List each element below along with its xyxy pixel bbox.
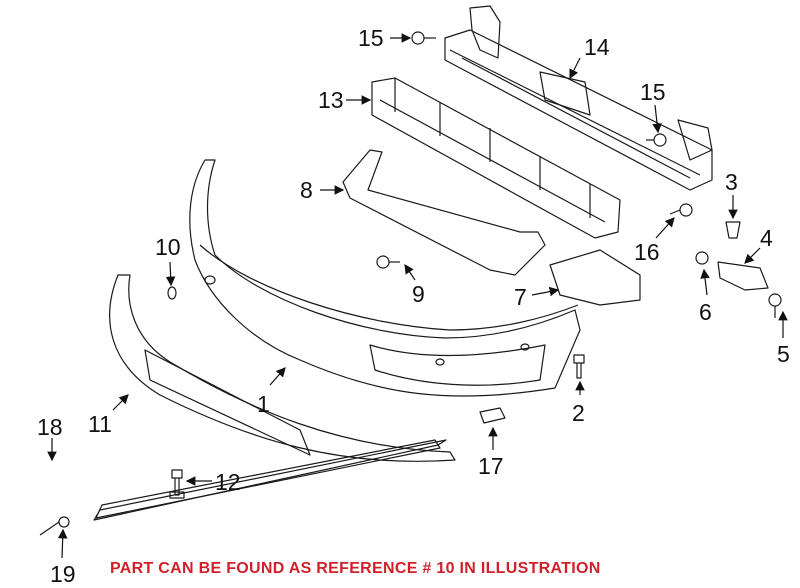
leader-4	[744, 247, 761, 264]
callout-8: 8	[300, 177, 313, 203]
callout-14: 14	[584, 34, 610, 60]
fastener-9-bolt	[376, 255, 400, 269]
leader-6	[700, 268, 710, 296]
part-1-bumper-cover	[189, 159, 581, 397]
leader-9	[404, 264, 416, 281]
fastener-12-bolt	[169, 469, 185, 499]
callout-6: 6	[699, 299, 712, 325]
part-8-grille	[342, 149, 546, 276]
part-13-energy-absorber	[371, 77, 621, 239]
leader-11	[112, 394, 129, 411]
callout-5: 5	[777, 341, 790, 367]
fastener-15b-bolt	[646, 133, 667, 147]
fastener-6-nut	[695, 251, 709, 265]
callout-11: 11	[88, 411, 112, 437]
callout-2: 2	[572, 400, 585, 426]
callout-1: 1	[257, 391, 270, 417]
reference-note: PART CAN BE FOUND AS REFERENCE # 10 IN I…	[110, 560, 601, 577]
callout-12: 12	[215, 469, 241, 495]
fastener-15a-bolt	[411, 31, 436, 45]
fastener-3-clip	[725, 221, 741, 239]
leader-19	[57, 528, 68, 559]
fastener-19-pin	[39, 516, 70, 536]
part-10-seal	[167, 286, 177, 300]
leader-10	[165, 261, 176, 287]
part-4-side-bracket	[717, 261, 769, 291]
callout-4: 4	[760, 225, 773, 251]
leader-15b	[652, 104, 662, 134]
part-7-bracket	[549, 249, 641, 306]
callout-19: 19	[50, 561, 76, 587]
callout-3: 3	[725, 169, 738, 195]
leader-16	[655, 217, 675, 239]
callout-16: 16	[634, 239, 660, 265]
callout-15-right: 15	[640, 79, 666, 105]
leader-lines	[47, 33, 788, 559]
callout-15-upper: 15	[358, 25, 384, 51]
callout-9: 9	[412, 281, 425, 307]
leader-14	[569, 57, 581, 80]
fastener-16-bolt	[669, 203, 693, 217]
part-11-lower-spoiler	[109, 274, 456, 462]
leader-7	[531, 286, 560, 297]
part-18-license-plate-bracket	[93, 439, 447, 521]
callout-18: 18	[37, 414, 63, 440]
part-14-reinforcement-bar	[444, 5, 713, 191]
callout-7: 7	[514, 284, 527, 310]
fastener-5-bolt	[768, 293, 782, 318]
callout-17: 17	[478, 453, 504, 479]
callout-13: 13	[318, 87, 344, 113]
callout-10: 10	[155, 234, 181, 260]
leader-1	[269, 367, 286, 386]
part-17-cap	[479, 407, 506, 424]
callout-labels: 1 2 3 4 5 6 7 8 9 10 11 12 13 14 15 15 1…	[37, 25, 790, 587]
fastener-2-bolt	[573, 354, 585, 379]
